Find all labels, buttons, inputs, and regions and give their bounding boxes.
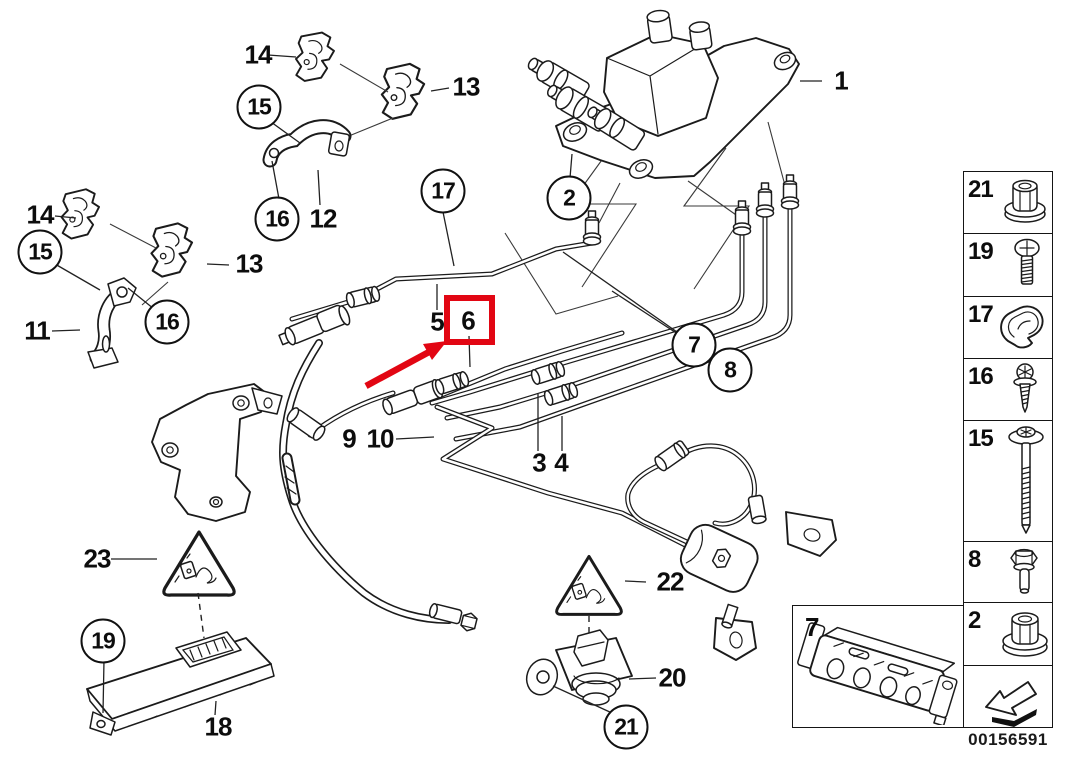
- callout-22[interactable]: 22: [656, 566, 685, 597]
- callout-7[interactable]: 7: [671, 322, 717, 368]
- self-tapping-screw-icon: [1013, 363, 1037, 413]
- callout-15[interactable]: 15: [17, 229, 63, 275]
- valve-body-icon: [797, 622, 958, 727]
- hydraulic-lines: [289, 202, 793, 553]
- callout-20[interactable]: 20: [658, 662, 687, 693]
- hex-bolt-icon: [1010, 548, 1038, 594]
- spring-clip-icon: [1000, 305, 1044, 349]
- control-module: [86, 631, 275, 736]
- warning-triangle-22: [555, 554, 623, 616]
- sidebar-item-label: 16: [968, 363, 994, 390]
- callout-5[interactable]: 5: [430, 306, 445, 337]
- callout-16[interactable]: 16: [254, 196, 300, 242]
- sidebar-item-19[interactable]: 19: [964, 233, 1052, 296]
- highlight-arrow-head: [423, 341, 447, 360]
- sidebar-item-2[interactable]: 2: [964, 602, 1052, 665]
- sidebar-item-label: 19: [968, 238, 994, 265]
- flange-nut-large-icon: [1002, 612, 1048, 657]
- callout-4[interactable]: 4: [554, 447, 569, 478]
- callout-2[interactable]: 2: [546, 175, 592, 221]
- callout-9[interactable]: 9: [342, 423, 357, 454]
- callout-19[interactable]: 19: [80, 618, 126, 664]
- callout-13[interactable]: 13: [235, 248, 264, 279]
- inset-label: 7: [805, 612, 819, 642]
- callout-12[interactable]: 12: [309, 203, 338, 234]
- callout-17[interactable]: 17: [420, 168, 466, 214]
- callout-6[interactable]: 6: [461, 305, 476, 336]
- callout-8[interactable]: 8: [707, 347, 753, 393]
- washer-head-bolt-icon: [1008, 426, 1044, 534]
- warning-triangle-23: [162, 530, 236, 597]
- callout-10[interactable]: 10: [366, 423, 395, 454]
- callout-14[interactable]: 14: [26, 199, 55, 230]
- diagram-part-number: 00156591: [968, 730, 1048, 749]
- mounting-bracket-center: [151, 383, 283, 522]
- sidebar-item-nav[interactable]: [964, 665, 1052, 727]
- sidebar-item-label: 8: [968, 546, 981, 573]
- direction-arrow-icon: [985, 681, 1037, 727]
- callout-13[interactable]: 13: [452, 71, 481, 102]
- callout-23[interactable]: 23: [83, 543, 112, 574]
- sidebar-item-label: 21: [968, 176, 994, 203]
- sidebar-item-label: 17: [968, 301, 994, 328]
- callout-21[interactable]: 21: [603, 704, 649, 750]
- sidebar-item-21[interactable]: 21: [964, 172, 1052, 233]
- highlight-box: [444, 295, 495, 345]
- pressure-sensor: [525, 629, 633, 706]
- pipe-elbow-fittings: [278, 284, 580, 416]
- sidebar-item-17[interactable]: 17: [964, 296, 1052, 358]
- phillips-screw-icon: [1014, 238, 1040, 285]
- callout-1[interactable]: 1: [834, 65, 849, 96]
- sidebar-item-8[interactable]: 8: [964, 541, 1052, 602]
- sidebar-item-16[interactable]: 16: [964, 358, 1052, 420]
- leader-lines: [51, 54, 822, 716]
- sidebar-item-15[interactable]: 15: [964, 420, 1052, 541]
- callout-16[interactable]: 16: [144, 299, 190, 345]
- valve-block-assembly: [527, 9, 800, 246]
- pressure-hose: [279, 339, 478, 632]
- callout-18[interactable]: 18: [204, 711, 233, 742]
- inset-part-7[interactable]: 7: [792, 605, 964, 728]
- callout-15[interactable]: 15: [236, 84, 282, 130]
- rear-line-assembly: [625, 440, 837, 661]
- callout-3[interactable]: 3: [532, 447, 547, 478]
- callout-11[interactable]: 11: [24, 315, 50, 346]
- flange-nut-icon: [1004, 179, 1046, 223]
- sidebar-item-label: 2: [968, 607, 981, 634]
- line-clips-and-brackets: [59, 29, 427, 369]
- highlight-annotation: [364, 295, 495, 389]
- fastener-sidebar: 21 19 17 16: [963, 171, 1053, 728]
- highlight-arrow-shaft: [364, 349, 431, 389]
- callout-14[interactable]: 14: [244, 39, 273, 70]
- sidebar-item-label: 15: [968, 425, 994, 452]
